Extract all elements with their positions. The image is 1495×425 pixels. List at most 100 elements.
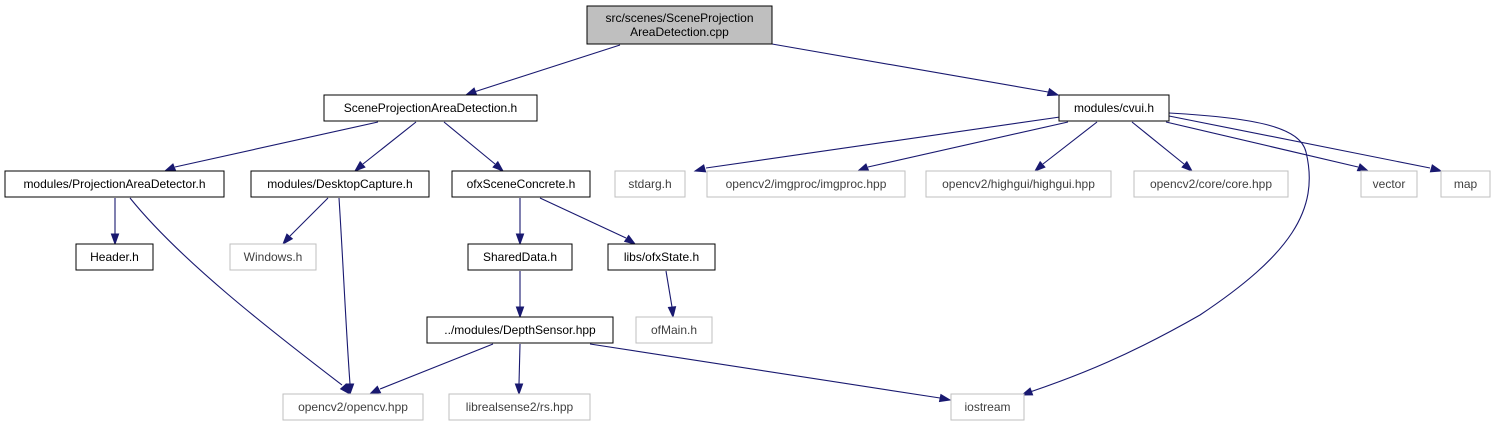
edge-cvui-iostream	[1020, 112, 1310, 396]
edge-cvui-map	[1168, 115, 1443, 173]
node-label: SharedData.h	[483, 250, 557, 264]
node-label: opencv2/imgproc/imgproc.hpp	[726, 177, 887, 191]
edge-cvui-vector	[1165, 121, 1370, 172]
arrowhead-icon	[492, 160, 505, 172]
arrowhead-icon	[353, 160, 366, 172]
node-label: vector	[1373, 177, 1406, 191]
node-label: libs/ofxState.h	[624, 250, 699, 264]
node-box	[467, 243, 573, 271]
edge-line	[1168, 115, 1431, 169]
node-box	[614, 170, 686, 198]
edge-cvui-stdarg	[693, 116, 1061, 173]
edge-line	[518, 343, 521, 385]
edge-line	[1029, 112, 1310, 393]
edge-ofxstate-ofmain	[665, 270, 677, 319]
edge-dc-windows	[282, 197, 329, 246]
edge-line	[705, 116, 1061, 169]
arrowhead-icon	[110, 233, 120, 246]
arrowhead-icon	[1033, 160, 1046, 172]
node-label: modules/DesktopCapture.h	[267, 177, 412, 191]
node-label: src/scenes/SceneProjection	[605, 11, 753, 25]
edge-line	[539, 197, 627, 239]
node-box	[1133, 170, 1289, 198]
arrowhead-icon	[515, 233, 525, 246]
node-box	[250, 170, 430, 198]
node-ofmain: ofMain.h	[635, 316, 713, 344]
edge-line	[362, 121, 417, 165]
arrowhead-icon	[368, 385, 382, 395]
node-stdarg: stdarg.h	[614, 170, 686, 198]
node-label: SceneProjectionAreaDetection.h	[344, 101, 517, 115]
arrowhead-icon	[345, 383, 355, 396]
edge-line	[289, 197, 329, 237]
node-box	[4, 170, 225, 198]
edge-dc-opencv	[338, 197, 355, 396]
node-label: map	[1454, 177, 1478, 191]
node-shared[interactable]: SharedData.h	[467, 243, 573, 271]
node-label: librealsense2/rs.hpp	[466, 400, 574, 414]
node-pad[interactable]: modules/ProjectionAreaDetector.h	[4, 170, 225, 198]
node-box	[1360, 170, 1418, 198]
node-box	[229, 243, 317, 271]
edge-spad-dc	[353, 121, 417, 172]
arrowhead-icon	[1020, 387, 1034, 396]
arrowhead-icon	[667, 306, 677, 319]
node-label: iostream	[964, 400, 1010, 414]
node-highgui: opencv2/highgui/highgui.hpp	[925, 170, 1112, 198]
arrowhead-icon	[1046, 87, 1060, 97]
edge-root-spad	[464, 44, 621, 96]
node-osc[interactable]: ofxSceneConcrete.h	[451, 170, 591, 198]
node-box	[323, 94, 538, 122]
edge-cvui-core	[1131, 121, 1194, 172]
node-label: Header.h	[90, 250, 139, 264]
arrowhead-icon	[515, 306, 525, 319]
node-label: opencv2/core/core.hpp	[1150, 177, 1272, 191]
edge-depth-iostream	[589, 343, 952, 403]
node-ofxstate[interactable]: libs/ofxState.h	[607, 243, 716, 271]
edge-line	[665, 270, 673, 308]
edge-line	[1131, 121, 1185, 165]
edge-line	[129, 197, 343, 386]
edge-line	[174, 121, 379, 168]
node-header[interactable]: Header.h	[75, 243, 154, 271]
node-box	[635, 316, 713, 344]
edge-line	[867, 121, 1069, 168]
edges-layer	[110, 43, 1443, 403]
node-box	[925, 170, 1112, 198]
node-label: modules/cvui.h	[1074, 101, 1154, 115]
edge-pad-opencv	[129, 197, 351, 396]
arrowhead-icon	[693, 164, 707, 173]
node-opencv: opencv2/opencv.hpp	[282, 393, 424, 421]
edge-spad-pad	[163, 121, 379, 172]
arrowhead-icon	[282, 233, 294, 246]
node-map: map	[1440, 170, 1491, 198]
node-box	[451, 170, 591, 198]
node-box	[1440, 170, 1491, 198]
edge-spad-osc	[443, 121, 505, 172]
arrowhead-icon	[163, 163, 177, 172]
node-box	[282, 393, 424, 421]
node-dc[interactable]: modules/DesktopCapture.h	[250, 170, 430, 198]
edge-cvui-highgui	[1033, 121, 1098, 172]
node-depth[interactable]: ../modules/DepthSensor.hpp	[426, 316, 614, 344]
node-box	[950, 393, 1025, 421]
node-spad[interactable]: SceneProjectionAreaDetection.h	[323, 94, 538, 122]
node-cvui[interactable]: modules/cvui.h	[1058, 94, 1170, 122]
edge-line	[443, 121, 496, 165]
arrowhead-icon	[514, 383, 524, 396]
edge-osc-shared	[515, 198, 525, 246]
node-label: modules/ProjectionAreaDetector.h	[23, 177, 205, 191]
edge-line	[473, 44, 621, 93]
node-label: AreaDetection.cpp	[630, 25, 729, 39]
node-rs: librealsense2/rs.hpp	[448, 393, 591, 421]
node-box	[706, 170, 906, 198]
edge-line	[1042, 121, 1098, 165]
arrowhead-icon	[1356, 163, 1370, 172]
edge-line	[771, 43, 1049, 93]
arrowhead-icon	[1181, 160, 1194, 172]
node-vector: vector	[1360, 170, 1418, 198]
nodes-layer: src/scenes/SceneProjectionAreaDetection.…	[4, 5, 1491, 421]
arrowhead-icon	[1429, 164, 1443, 173]
